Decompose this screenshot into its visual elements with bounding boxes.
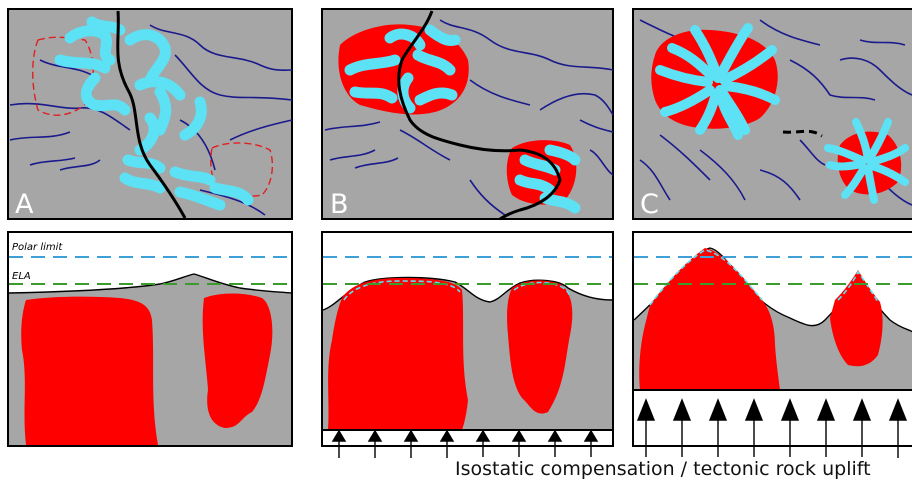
panel-a-drainage-divide bbox=[116, 10, 187, 219]
panel-a-map: A bbox=[7, 8, 293, 220]
panel-a-massif-section-right bbox=[202, 293, 273, 428]
ela-label: ELA bbox=[12, 271, 31, 282]
panel-a-profile: Polar limit ELA bbox=[7, 231, 293, 447]
panel-c-ice-outline bbox=[649, 249, 879, 306]
panel-b-letter: B bbox=[330, 189, 349, 220]
panel-a-glaciers bbox=[54, 16, 254, 211]
panel-b-uplift-arrows bbox=[331, 429, 599, 458]
panel-c-glaciers-left bbox=[655, 23, 780, 140]
panel-b-profile bbox=[321, 231, 614, 458]
uplift-caption: Isostatic compensation / tectonic rock u… bbox=[455, 458, 871, 479]
panel-b-drainage-divide bbox=[397, 10, 562, 221]
polar-limit-label: Polar limit bbox=[12, 242, 63, 253]
panel-b-massif-section-right bbox=[507, 280, 573, 414]
panel-b-uplift-box bbox=[321, 429, 614, 447]
panel-c-uplift-arrows bbox=[636, 398, 908, 458]
panel-b-glaciers bbox=[344, 24, 581, 214]
panel-b-rivers bbox=[324, 19, 614, 216]
panel-c-letter: C bbox=[640, 189, 659, 220]
panel-c-profile bbox=[632, 231, 912, 458]
panel-c-massif-section-right bbox=[830, 270, 883, 367]
panel-c-glaciers-right bbox=[824, 118, 909, 204]
panel-b-map: B bbox=[321, 8, 614, 221]
panel-c-map: C bbox=[632, 8, 912, 220]
panel-a-rivers bbox=[9, 24, 293, 216]
panel-c-drainage-divide bbox=[782, 129, 823, 138]
panel-a-massif-section-left bbox=[21, 296, 158, 445]
panel-b-massif-section-left bbox=[328, 278, 468, 430]
caption-background bbox=[450, 457, 890, 479]
panel-a-letter: A bbox=[15, 189, 34, 220]
